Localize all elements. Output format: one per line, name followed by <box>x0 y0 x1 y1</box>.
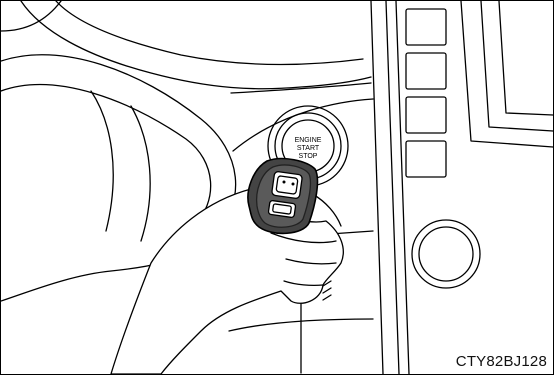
console-knob <box>412 220 480 288</box>
center-console <box>371 1 553 374</box>
button-label-line3: STOP <box>299 153 318 160</box>
smart-key-fob <box>248 159 318 234</box>
figure-code: CTY82BJ128 <box>456 353 547 370</box>
button-label-line2: START <box>297 145 320 152</box>
button-label-line1: ENGINE <box>295 137 322 144</box>
